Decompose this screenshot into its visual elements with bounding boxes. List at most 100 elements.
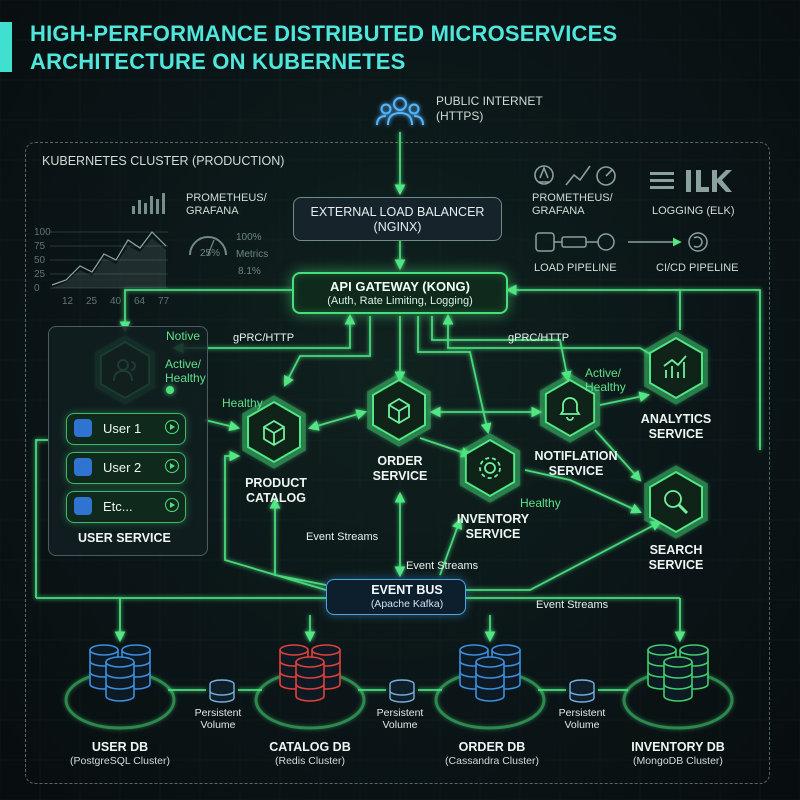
box-icon bbox=[263, 419, 285, 447]
pv-icon-1 bbox=[209, 679, 235, 703]
cube-icon bbox=[74, 497, 92, 515]
notification-active-status: Active/ Healthy bbox=[585, 366, 626, 394]
monitor-left-label: PROMETHEUS/ GRAFANA bbox=[186, 192, 267, 218]
database-node[interactable] bbox=[254, 644, 366, 730]
edge-catalog-to-bus bbox=[269, 497, 327, 586]
user-active-line-1: Active/ bbox=[165, 357, 202, 371]
edge-user-to-catalog bbox=[204, 419, 241, 432]
chart-icon bbox=[663, 355, 687, 378]
gauge-value: 25% bbox=[200, 248, 221, 259]
user-db-label: USER DB (PostgreSQL Cluster) bbox=[70, 740, 170, 768]
catalog-healthy-status: Healthy bbox=[222, 396, 263, 410]
persistent-volume-line-1: Persistent bbox=[558, 707, 606, 719]
notification-active-line-1: Active/ bbox=[585, 366, 622, 380]
user-item-label: User 1 bbox=[103, 421, 142, 436]
inventory-service-hex[interactable] bbox=[459, 433, 521, 503]
load-pipeline-icon bbox=[535, 232, 615, 252]
order-db-label: ORDER DB (Cassandra Cluster) bbox=[445, 740, 539, 768]
right-gauge-icon bbox=[596, 166, 616, 186]
database-node[interactable] bbox=[622, 644, 734, 730]
api-gateway-line-2: (Auth, Rate Limiting, Logging) bbox=[327, 295, 473, 307]
user-item-label: Etc... bbox=[103, 499, 133, 514]
user-active-status: Active/ Healthy bbox=[165, 357, 206, 385]
metrics-value-1: 100% bbox=[236, 232, 262, 243]
kubernetes-cluster-boundary bbox=[25, 142, 770, 784]
user-active-line-2: Healthy bbox=[165, 371, 206, 385]
order-service-line-2: SERVICE bbox=[372, 469, 428, 483]
persistent-volume-label: Persistent Volume bbox=[195, 707, 242, 731]
edge-inventory-bus bbox=[439, 517, 463, 576]
prometheus-icon bbox=[534, 165, 554, 185]
analytics-service-line-1: ANALYTICS bbox=[640, 412, 712, 426]
inventory-db-name: INVENTORY DB bbox=[631, 740, 725, 754]
event-streams-label-1: Event Streams bbox=[306, 531, 379, 543]
event-bus-line-1: EVENT BUS bbox=[371, 583, 443, 597]
event-streams-label-3: Event Streams bbox=[536, 599, 609, 611]
order-db-name: ORDER DB bbox=[458, 740, 526, 754]
catalog-db-sub: (Redis Cluster) bbox=[274, 755, 346, 767]
catalog-db-name: CATALOG DB bbox=[269, 740, 351, 754]
play-icon[interactable] bbox=[165, 498, 179, 512]
edge-notification-search bbox=[594, 429, 642, 482]
event-bus-node[interactable]: EVENT BUS (Apache Kafka) bbox=[326, 579, 466, 615]
analytics-service-hex[interactable] bbox=[644, 331, 708, 405]
left-line-chart bbox=[50, 231, 168, 289]
monitor-right-prom-line-1: PROMETHEUS/ bbox=[532, 192, 613, 204]
notification-service-label: NOTIFLATION SERVICE bbox=[534, 449, 617, 479]
api-gateway-node[interactable]: API GATEWAY (KONG) (Auth, Rate Limiting,… bbox=[292, 272, 508, 314]
grpc-left-label: gPRC/HTTP bbox=[233, 332, 295, 344]
product-catalog-line-2: CATALOG bbox=[246, 491, 306, 505]
event-streams-label-2: Event Streams bbox=[406, 560, 479, 572]
cicd-pipeline-icon bbox=[628, 232, 708, 252]
user-list-item[interactable]: Etc... bbox=[66, 491, 186, 523]
elk-logo-icon bbox=[650, 170, 732, 192]
x-tick-label: 25 bbox=[86, 296, 98, 307]
edge-grpc-left bbox=[172, 313, 356, 354]
search-service-label: SEARCH SERVICE bbox=[649, 543, 704, 573]
right-trend-icon bbox=[565, 165, 591, 186]
cicd-pipeline-label: CI/CD PIPELINE bbox=[656, 262, 739, 274]
load-balancer-line-2: (NGINX) bbox=[373, 220, 422, 234]
y-tick-label: 50 bbox=[34, 255, 46, 266]
load-balancer-line-1: EXTERNAL LOAD BALANCER bbox=[310, 205, 485, 219]
edge-inventory-search bbox=[524, 469, 642, 514]
x-tick-label: 12 bbox=[62, 296, 74, 307]
internet-label-line-1: PUBLIC INTERNET bbox=[436, 94, 543, 108]
persistent-volume-line-2: Volume bbox=[382, 719, 418, 731]
y-tick-label: 25 bbox=[34, 269, 46, 280]
load-pipeline-label: LOAD PIPELINE bbox=[534, 262, 617, 274]
play-icon[interactable] bbox=[165, 420, 179, 434]
user-list-item[interactable]: User 1 bbox=[66, 413, 186, 445]
database-node[interactable] bbox=[64, 644, 176, 730]
notive-status: Notive bbox=[166, 329, 201, 343]
product-catalog-hex[interactable] bbox=[242, 395, 306, 469]
notification-service-line-1: NOTIFLATION bbox=[534, 449, 618, 463]
notification-service-hex[interactable] bbox=[539, 373, 601, 443]
pv-icon-3 bbox=[569, 679, 595, 703]
order-service-hex[interactable] bbox=[367, 373, 431, 447]
load-balancer-node[interactable]: EXTERNAL LOAD BALANCER (NGINX) bbox=[293, 197, 502, 241]
edge-notification-analytics bbox=[599, 391, 651, 406]
inventory-db-sub: (MongoDB Cluster) bbox=[633, 755, 723, 767]
search-icon bbox=[664, 490, 689, 515]
logging-label: LOGGING (ELK) bbox=[652, 205, 735, 217]
edge-left-trunk bbox=[35, 439, 48, 598]
product-catalog-label: PRODUCT CATALOG bbox=[245, 476, 307, 506]
chart-icon[interactable] bbox=[165, 459, 179, 473]
edge-gateway-to-analytics bbox=[505, 284, 681, 330]
search-service-hex[interactable] bbox=[644, 465, 708, 539]
y-tick-label: 0 bbox=[34, 283, 40, 294]
order-service-label: ORDER SERVICE bbox=[373, 454, 428, 484]
x-tick-label: 40 bbox=[110, 296, 122, 307]
db-cylinder-icon bbox=[475, 656, 505, 702]
notification-service-line-2: SERVICE bbox=[548, 464, 604, 478]
left-gauge-icon bbox=[189, 236, 227, 256]
user-list-item[interactable]: User 2 bbox=[66, 452, 186, 484]
database-node[interactable] bbox=[434, 644, 546, 730]
metrics-value-2: Metrics bbox=[236, 249, 269, 260]
inventory-db-label: INVENTORY DB (MongoDB Cluster) bbox=[631, 740, 725, 768]
edge-gateway-to-catalog bbox=[284, 316, 371, 387]
user-service-title: USER SERVICE bbox=[78, 531, 171, 545]
left-bar-chart bbox=[132, 193, 165, 214]
db-cylinder-icon bbox=[295, 656, 325, 702]
